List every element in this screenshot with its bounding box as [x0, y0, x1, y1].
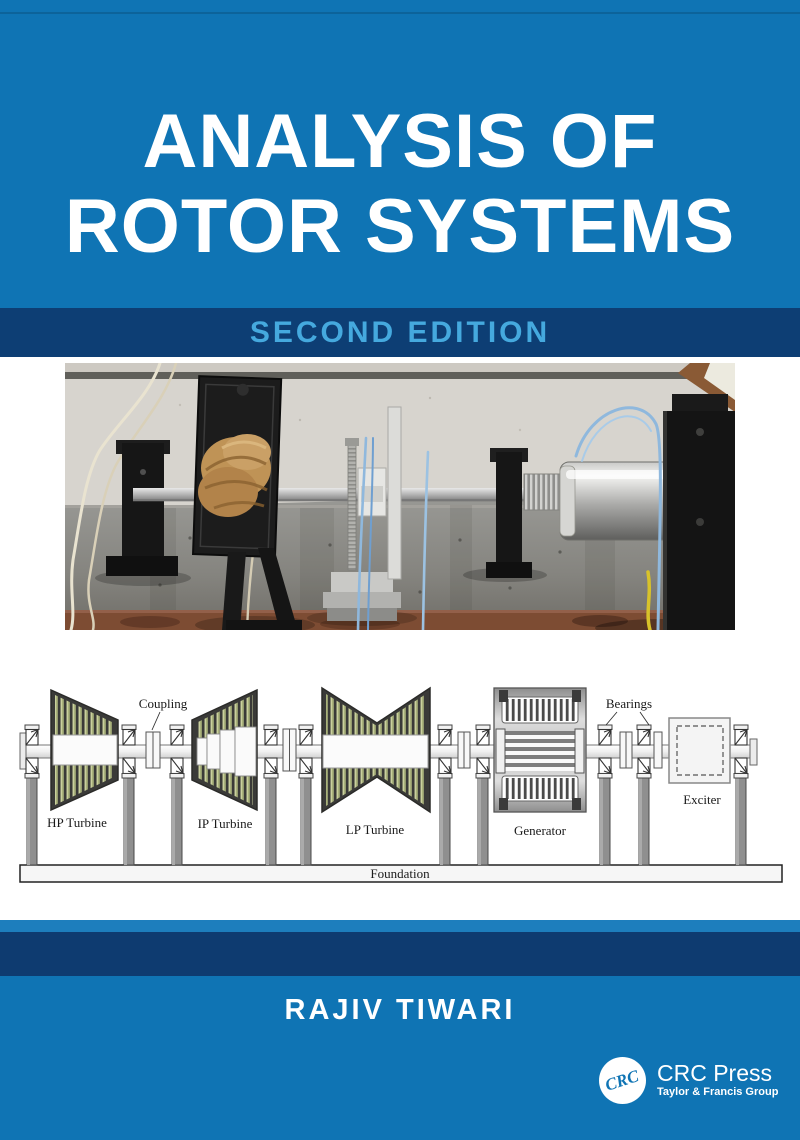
publisher-tagline: Taylor & Francis Group — [657, 1086, 779, 1098]
bearings-leader-lines — [605, 711, 650, 726]
lp-turbine-symbol — [321, 686, 431, 814]
book-title-line-1: ANALYSIS OF — [142, 99, 658, 184]
photo-yellow-wire — [646, 570, 652, 630]
crc-logo: CRC — [599, 1057, 646, 1104]
coupling-leader-line — [151, 711, 161, 731]
publisher-block: CRC Press Taylor & Francis Group — [657, 1060, 778, 1099]
photo-right-pedestal — [486, 448, 532, 578]
photo-left-pedestal — [106, 440, 178, 576]
rotor-test-rig-photo — [65, 363, 735, 630]
diagram-label-foundation: Foundation — [370, 866, 430, 881]
ip-turbine-symbol — [191, 688, 258, 812]
diagram-label-coupling: Coupling — [139, 696, 188, 711]
shaft-left-end — [19, 732, 27, 770]
photo-rope-coil — [198, 434, 271, 517]
divider-strip — [0, 920, 800, 932]
diagram-label-ip-turbine: IP Turbine — [198, 816, 253, 831]
hp-turbine-symbol — [50, 688, 119, 812]
top-accent-line — [0, 12, 800, 14]
photo-right-block — [663, 394, 735, 630]
turbine-train-diagram: Coupling Bearings HP Turbine IP Turbine … — [19, 686, 783, 883]
shaft-right-end — [749, 738, 758, 766]
photo-blue-wires-center — [356, 436, 430, 630]
diagram-label-hp-turbine: HP Turbine — [47, 815, 107, 830]
photo-flexible-coupling — [523, 473, 563, 511]
photo-white-cloth — [704, 363, 735, 400]
author-band — [0, 932, 800, 976]
publisher-name: CRC Press — [657, 1060, 773, 1086]
book-title-line-2: ROTOR SYSTEMS — [64, 184, 736, 269]
diagram-label-exciter: Exciter — [683, 792, 721, 807]
coupling-discs — [145, 728, 663, 772]
diagram-label-generator: Generator — [514, 823, 567, 838]
edition-band: SECOND EDITION — [0, 308, 800, 357]
photo-wall-shadow-line — [65, 372, 735, 379]
author-name: RAJIV TIWARI — [284, 994, 516, 1026]
foundation-block — [19, 864, 783, 883]
diagram-label-bearings: Bearings — [606, 696, 652, 711]
photo-vertical-plate — [387, 406, 402, 580]
generator-symbol — [493, 687, 587, 813]
photo-blue-wire-right — [574, 406, 662, 630]
exciter-symbol — [668, 717, 731, 784]
diagram-label-lp-turbine: LP Turbine — [346, 822, 405, 837]
crc-logo-monogram: CRC — [603, 1065, 642, 1095]
photo-motor — [559, 461, 685, 541]
edition-label: SECOND EDITION — [249, 315, 551, 349]
